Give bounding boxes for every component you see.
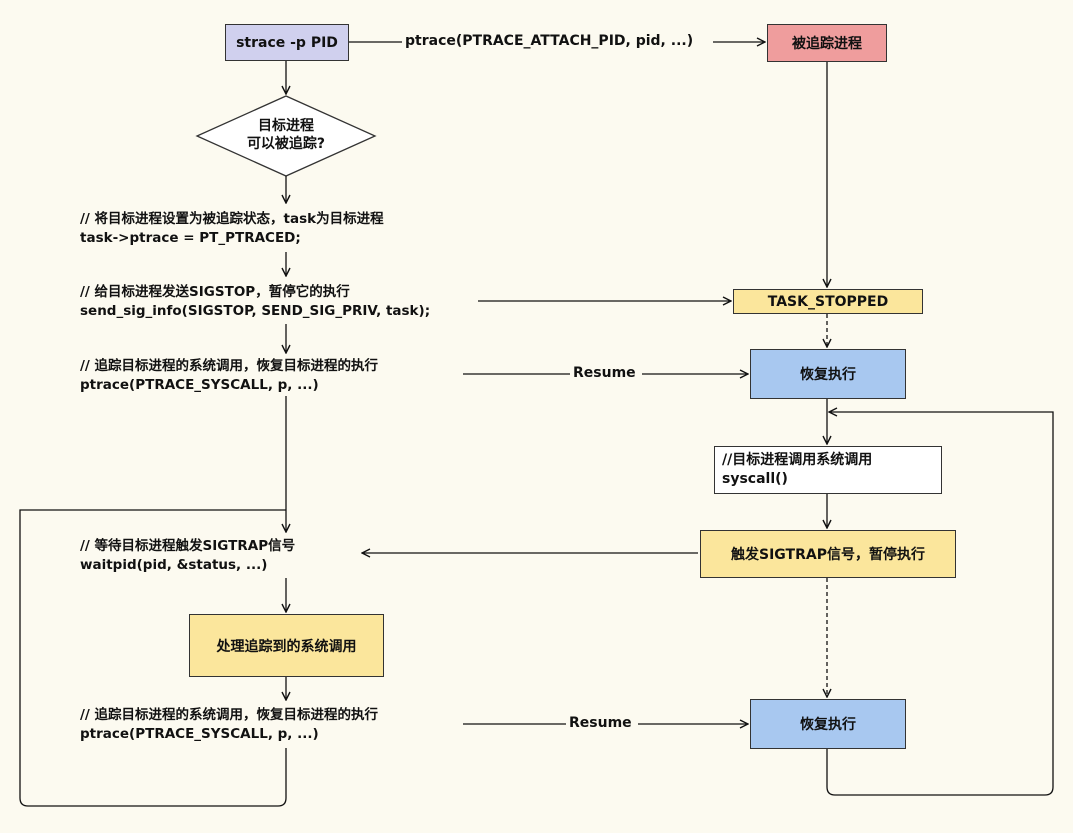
attach-edge-label: ptrace(PTRACE_ATTACH_PID, pid, ...) [402, 33, 697, 49]
set-traced-code: task->ptrace = PT_PTRACED; [80, 230, 301, 246]
syscall-trace-1-code: ptrace(PTRACE_SYSCALL, p, ...) [80, 377, 319, 393]
decision-line-2: 可以被追踪? [246, 136, 326, 152]
syscall-trace-1-comment: // 追踪目标进程的系统调用，恢复目标进程的执行 [80, 358, 379, 374]
trigger-sigtrap-box: 触发SIGTRAP信号，暂停执行 [700, 530, 956, 578]
syscall-trace-2-comment: // 追踪目标进程的系统调用，恢复目标进程的执行 [80, 707, 379, 723]
edge-right-loop [826, 412, 1054, 796]
send-stop-code: send_sig_info(SIGSTOP, SEND_SIG_PRIV, ta… [80, 303, 431, 319]
target-syscall-box: //目标进程调用系统调用 syscall() [714, 446, 942, 494]
syscall-trace-step-1: // 追踪目标进程的系统调用，恢复目标进程的执行 ptrace(PTRACE_S… [80, 357, 378, 395]
edge-left-loop [19, 509, 287, 807]
resume-exec-box-1: 恢复执行 [750, 349, 906, 399]
syscall-trace-2-code: ptrace(PTRACE_SYSCALL, p, ...) [80, 726, 319, 742]
decision-line-1: 目标进程 [258, 118, 314, 134]
resume-edge-label-1: Resume [570, 365, 639, 381]
resume-edge-label-2: Resume [566, 715, 635, 731]
decision-label: 目标进程 可以被追踪? [226, 117, 346, 153]
set-traced-step: // 将目标进程设置为被追踪状态，task为目标进程 task->ptrace … [80, 210, 384, 248]
syscall-trace-step-2: // 追踪目标进程的系统调用，恢复目标进程的执行 ptrace(PTRACE_S… [80, 706, 378, 744]
strace-command-box: strace -p PID [225, 24, 349, 61]
resume-exec-box-2: 恢复执行 [750, 699, 906, 749]
send-stop-step: // 给目标进程发送SIGSTOP，暂停它的执行 send_sig_info(S… [80, 283, 430, 321]
wait-step: // 等待目标进程触发SIGTRAP信号 waitpid(pid, &statu… [80, 537, 295, 575]
wait-code: waitpid(pid, &status, ...) [80, 557, 268, 573]
target-syscall-code: syscall() [722, 471, 788, 487]
handle-syscall-box: 处理追踪到的系统调用 [189, 614, 384, 677]
send-stop-comment: // 给目标进程发送SIGSTOP，暂停它的执行 [80, 284, 350, 300]
traced-process-box: 被追踪进程 [767, 24, 887, 62]
task-stopped-box: TASK_STOPPED [733, 289, 923, 314]
set-traced-comment: // 将目标进程设置为被追踪状态，task为目标进程 [80, 211, 384, 227]
target-syscall-comment: //目标进程调用系统调用 [722, 452, 873, 468]
wait-comment: // 等待目标进程触发SIGTRAP信号 [80, 538, 296, 554]
